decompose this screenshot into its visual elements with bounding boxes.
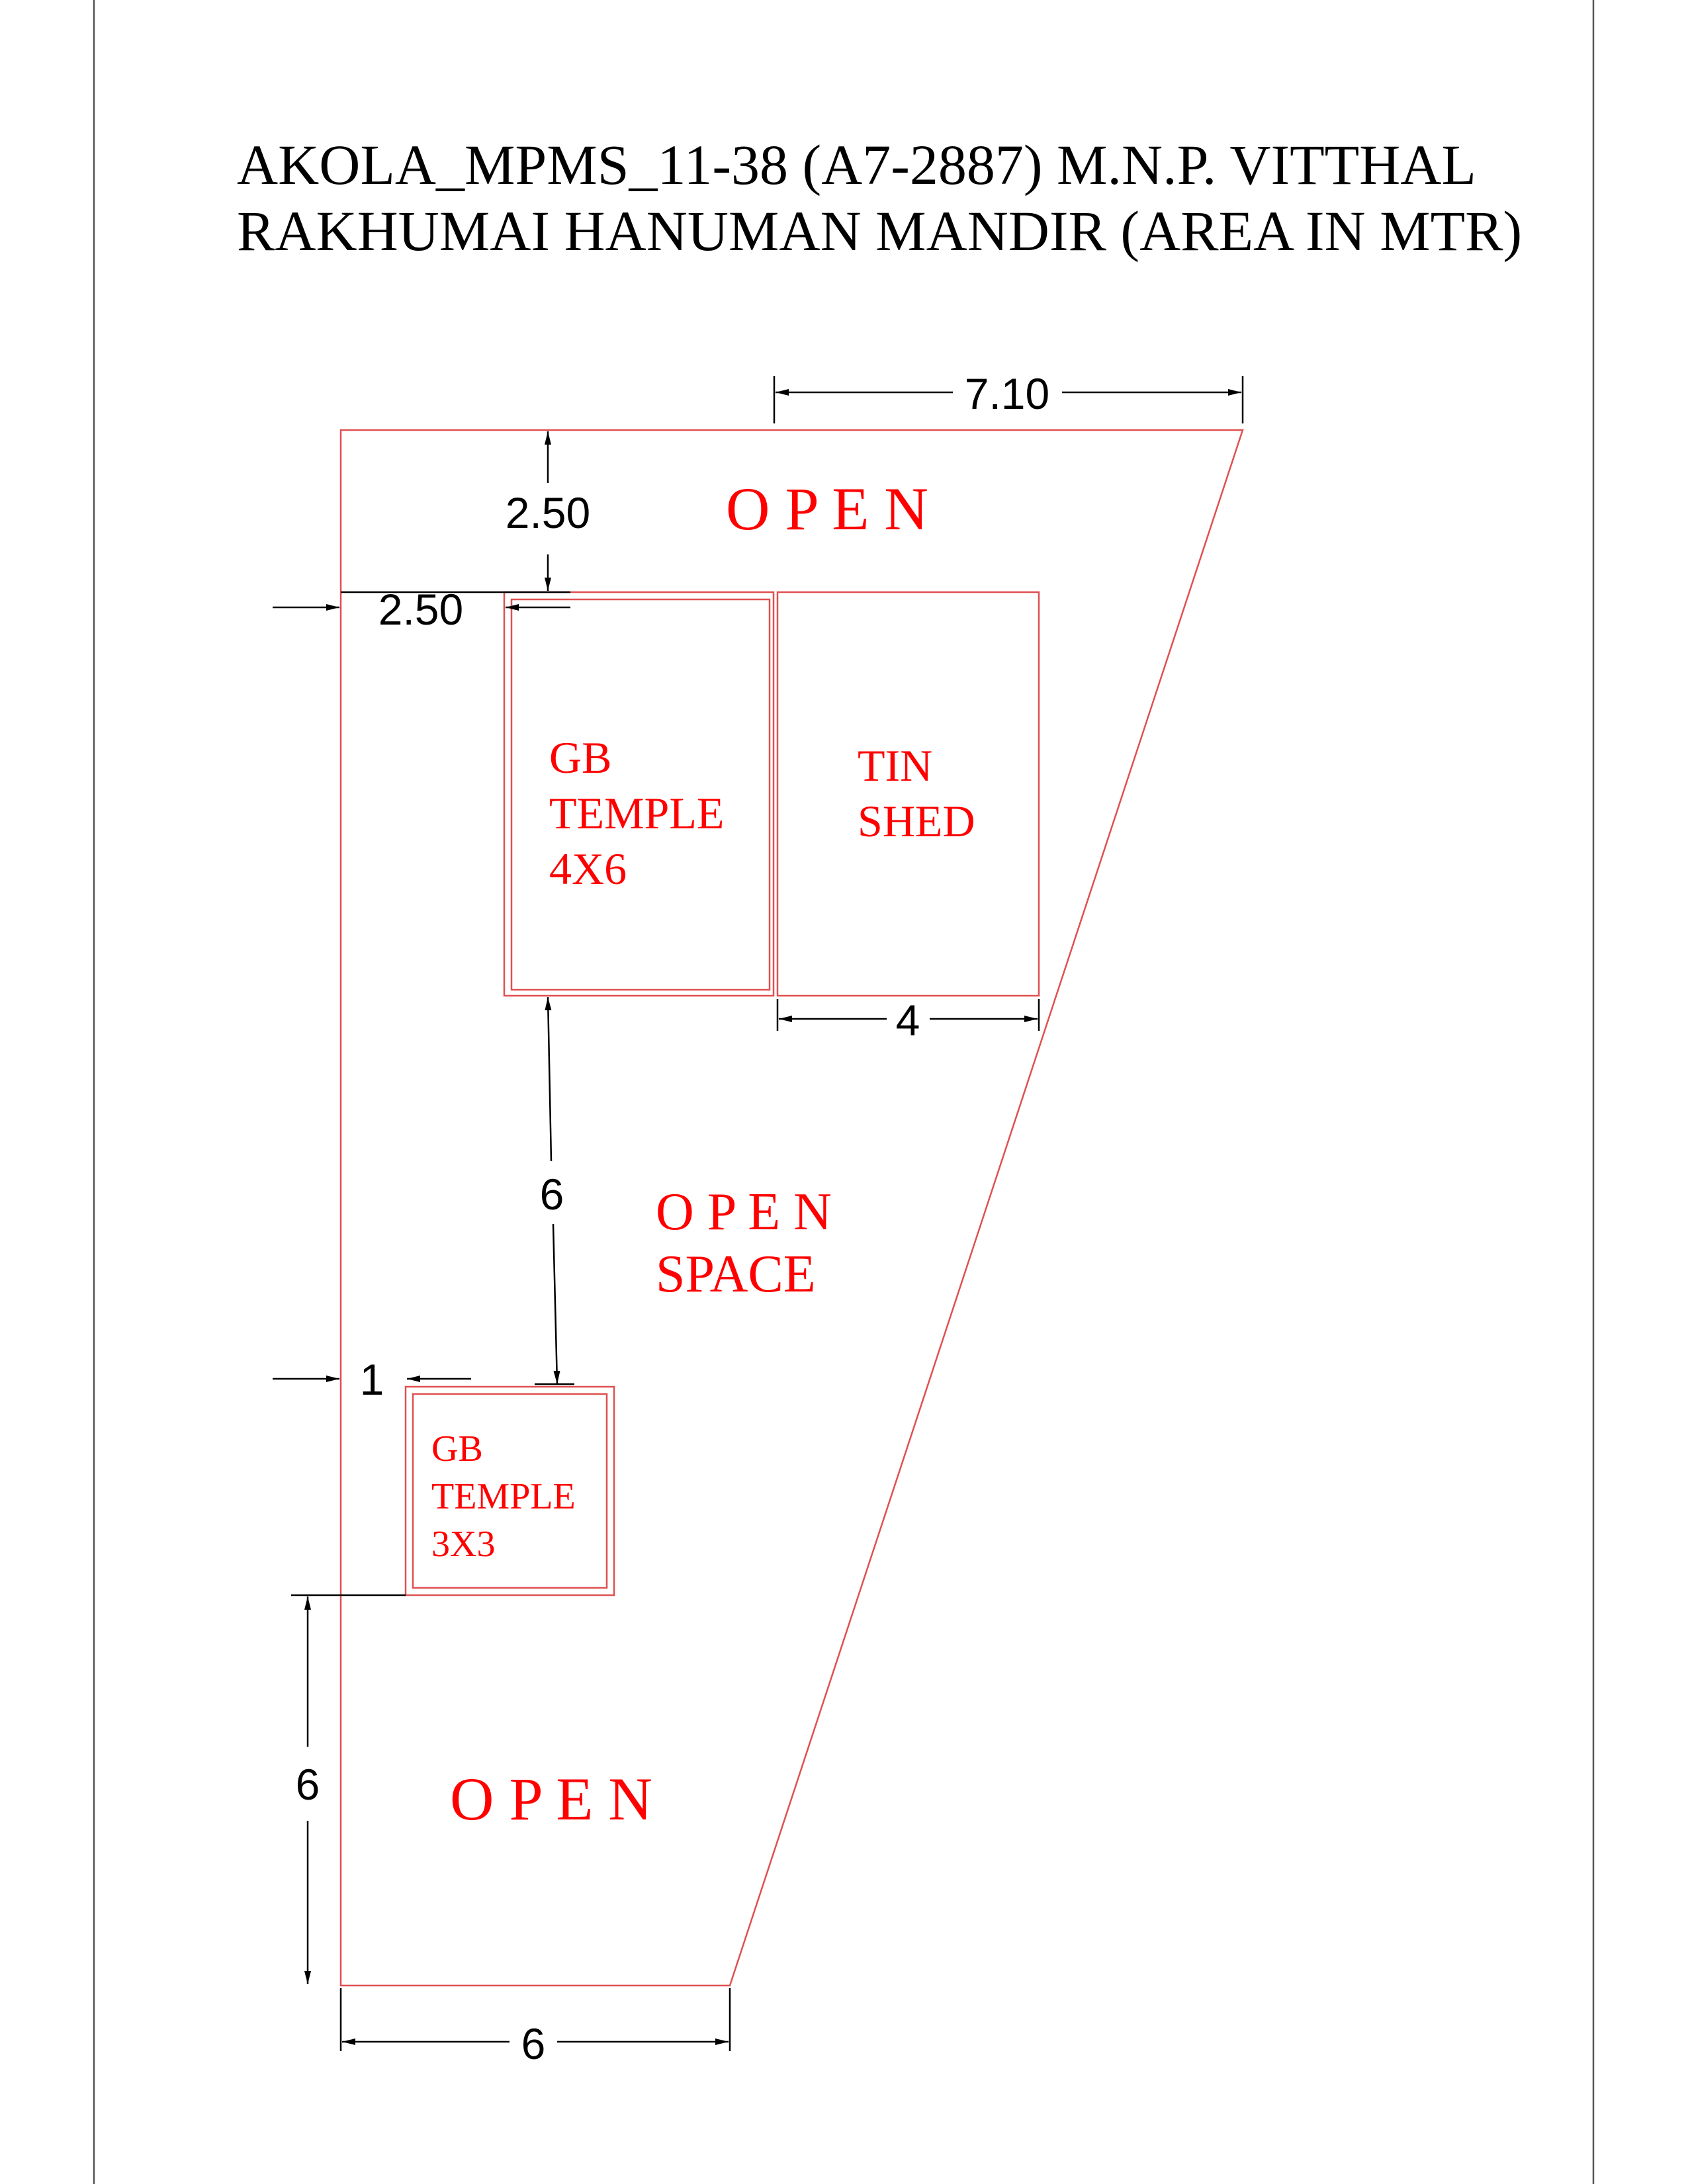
tin-shed-label-line1: TIN [858,740,932,791]
large-temple-label-line3: 4X6 [549,844,627,894]
small-temple-label-line1: GB [431,1428,483,1469]
bottom-height-value: 6 [296,1760,320,1809]
open-space-label-line2: SPACE [656,1245,816,1303]
open-area-bottom-label: O P E N [450,1765,652,1833]
small-temple-label-line3: 3X3 [431,1524,495,1565]
temple-gap-dim-down [552,1223,560,1385]
small-offset-value: 1 [360,1355,384,1404]
large-temple-inner [510,598,771,991]
small-temple-label-line2: TEMPLE [431,1476,576,1517]
bottom-width-value: 6 [521,2019,546,2068]
large-temple-outer [503,591,775,997]
top-width-value: 7.10 [965,369,1049,418]
temple-gap-dim-up [545,996,553,1162]
open-area-top-label: O P E N [726,475,928,543]
large-temple-label-line2: TEMPLE [549,788,724,838]
tin-shed-label-line2: SHED [858,796,975,846]
left-offset-value: 2.50 [378,585,463,634]
top-offset-value: 2.50 [506,488,590,537]
large-temple-label-line1: GB [549,732,611,783]
shed-width-value: 4 [896,996,920,1045]
drawing-title-line1: AKOLA_MPMS_11-38 (A7-2887) M.N.P. VITTHA… [237,133,1476,197]
drawing-title-line2: RAKHUMAI HANUMAN MANDIR (AREA IN MTR) [237,199,1522,263]
small-temple-inner [412,1393,608,1589]
plot-boundary [339,429,1244,1987]
small-temple-outer [404,1385,615,1596]
temple-gap-value: 6 [540,1170,564,1219]
open-space-label-line1: O P E N [656,1183,832,1241]
tin-shed-outline [776,591,1040,997]
